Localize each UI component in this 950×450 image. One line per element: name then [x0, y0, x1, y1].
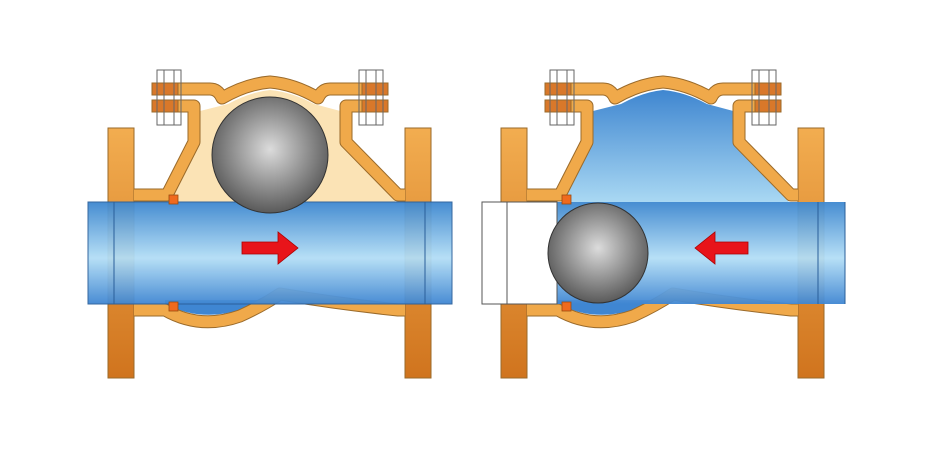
check-ball: [547, 202, 649, 304]
valve-seat: [561, 301, 572, 312]
valve-seat: [561, 194, 572, 205]
valve-closed: [481, 70, 846, 378]
pipe-empty-section: [481, 201, 558, 305]
flow-arrow-left-icon: [694, 231, 749, 265]
valve-seat: [168, 194, 179, 205]
check-ball: [211, 96, 329, 214]
flow-arrow-right-icon: [241, 231, 299, 265]
valve-seat: [168, 301, 179, 312]
valve-open: [87, 70, 453, 378]
